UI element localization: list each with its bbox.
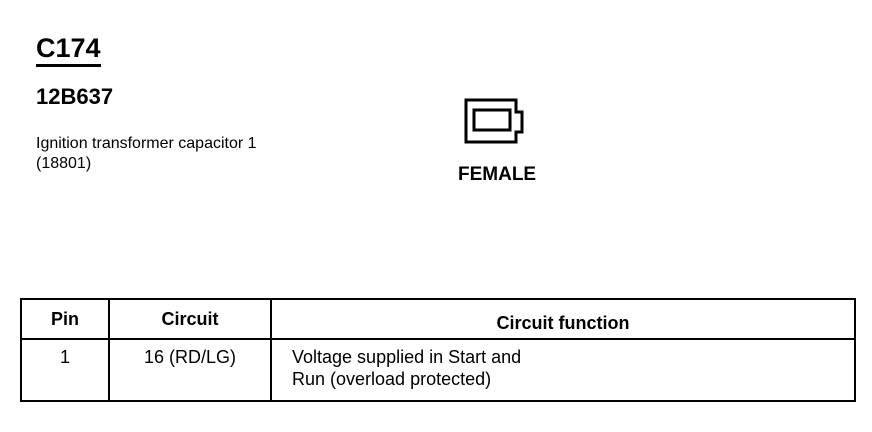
cell-circuit-function: Voltage supplied in Start and Run (overl…	[292, 346, 852, 390]
column-divider	[270, 300, 272, 400]
header-circuit-function: Circuit function	[496, 313, 630, 333]
connector-gender: FEMALE	[458, 164, 537, 185]
cell-circuit: 16 (RD/LG)	[143, 347, 237, 367]
circuit-function-line: Voltage supplied in Start and	[292, 347, 522, 367]
pin-table: Pin Circuit Circuit function 1 16 (RD/LG…	[20, 298, 856, 402]
table-header: Pin Circuit Circuit function	[22, 300, 854, 340]
cell-pin: 1	[59, 347, 70, 367]
connector-description: Ignition transformer capacitor 1 (18801)	[36, 135, 257, 172]
column-divider	[108, 300, 110, 400]
header-circuit: Circuit	[161, 309, 219, 329]
connector-id: C174	[36, 32, 101, 67]
connector-face-icon	[464, 98, 524, 144]
circuit-function-line: Run (overload protected)	[292, 369, 492, 389]
header-pin: Pin	[50, 309, 79, 329]
table-row: 1 16 (RD/LG) Voltage supplied in Start a…	[22, 338, 854, 400]
part-number: 12B637	[36, 84, 114, 109]
